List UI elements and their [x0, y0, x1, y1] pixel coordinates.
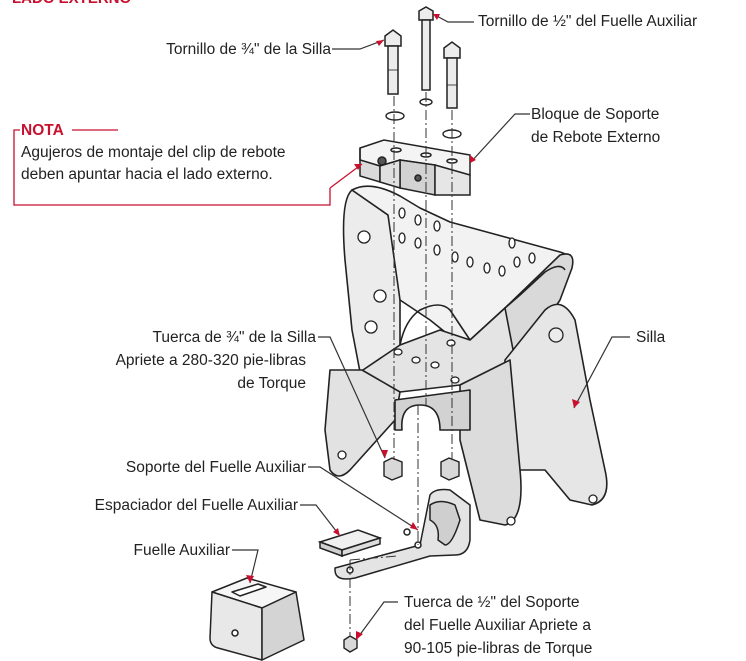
note-line-1: Agujeros de montaje del clip de rebote [21, 144, 286, 161]
saddle-holes [337, 207, 598, 526]
aux-bellows-spacer [317, 529, 383, 558]
bolts [384, 6, 461, 109]
support-block-label-2: de Rebote Externo [531, 129, 661, 146]
leader-arrowheads [246, 14, 580, 640]
support-block-label-1: Bloque de Soporte [531, 106, 660, 123]
aux-bellows [209, 577, 305, 661]
saddle-part [324, 185, 608, 526]
note-box [13, 129, 363, 206]
section-title: LADO EXTERNO [12, 0, 131, 9]
nuts [343, 457, 460, 653]
note-line-2: deben apuntar hacia el lado externo. [21, 166, 273, 183]
leader-lines [232, 13, 630, 641]
aux-bellows-label: Fuelle Auxiliar [133, 542, 231, 559]
saddle-label: Silla [636, 329, 666, 346]
saddle-nut-label-2: Apriete a 280-320 pie-libras [115, 352, 306, 369]
note-arrowhead [354, 164, 362, 170]
aux-bellows-spacer-label: Espaciador del Fuelle Auxiliar [94, 497, 298, 514]
support-nut-label-2: del Fuelle Auxiliar Apriete a [404, 617, 591, 634]
saddle-nut-label-3: de Torque [237, 375, 306, 392]
aux-bellows-support-label: Soporte del Fuelle Auxiliar [125, 459, 306, 476]
note-title: NOTA [21, 122, 64, 139]
support-nut-label-1: Tuerca de ½" del Soporte [404, 594, 580, 611]
saddle-nut-label-1: Tuerca de ¾" de la Silla [152, 329, 316, 346]
support-nut-label-3: 90-105 pie-libras de Torque [404, 640, 593, 657]
saddle-bolt-label: Tornillo de ¾" de la Silla [166, 41, 331, 58]
aux-bellows-bolt-label: Tornillo de ½" del Fuelle Auxiliar [478, 13, 698, 30]
alignment-lines [349, 92, 453, 635]
